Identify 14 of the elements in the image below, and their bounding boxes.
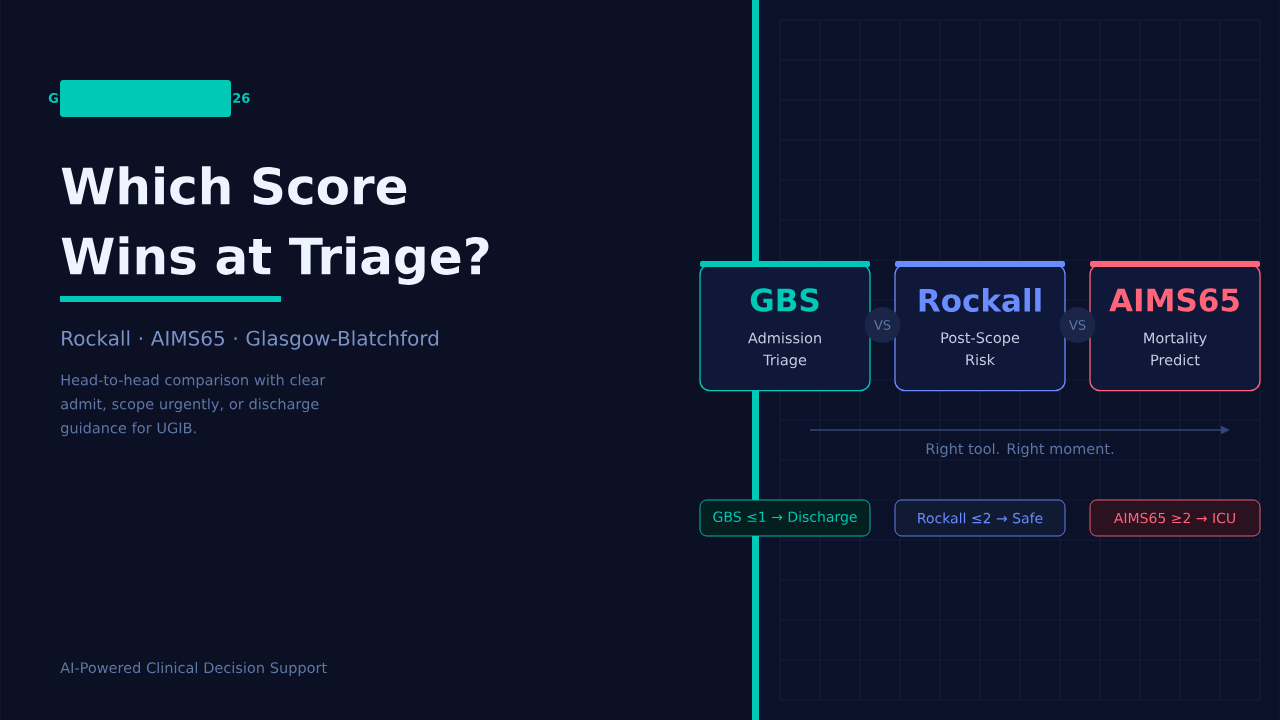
badge: [60, 80, 231, 117]
score-card: Rockall Post-Scope Risk: [894, 261, 1066, 392]
score-card: GBS Admission Triage: [699, 261, 871, 392]
threshold-pill: AIMS65 ≥2 → ICU: [1089, 499, 1261, 537]
threshold-pill: Rockall ≤2 → Safe: [894, 499, 1066, 537]
score-card: AIMS65 Mortality Predict: [1089, 261, 1261, 392]
tagline: AI-Powered Clinical Decision Support: [60, 661, 327, 676]
title: Which Score Wins at Triage?: [61, 166, 489, 285]
vs-badge: VS: [1059, 307, 1096, 343]
subtitle: Rockall · AIMS65 · Glasgow-Blatchford: [62, 330, 439, 350]
description: Head-to-head comparison with clear admit, scope urgently, or discharge guidance for UGIB.: [61, 374, 326, 437]
vs-badge: VS: [864, 307, 901, 343]
threshold-pill: GBS ≤1 → Discharge: [699, 499, 871, 537]
tagline: Right tool. Right moment.: [926, 442, 1114, 457]
